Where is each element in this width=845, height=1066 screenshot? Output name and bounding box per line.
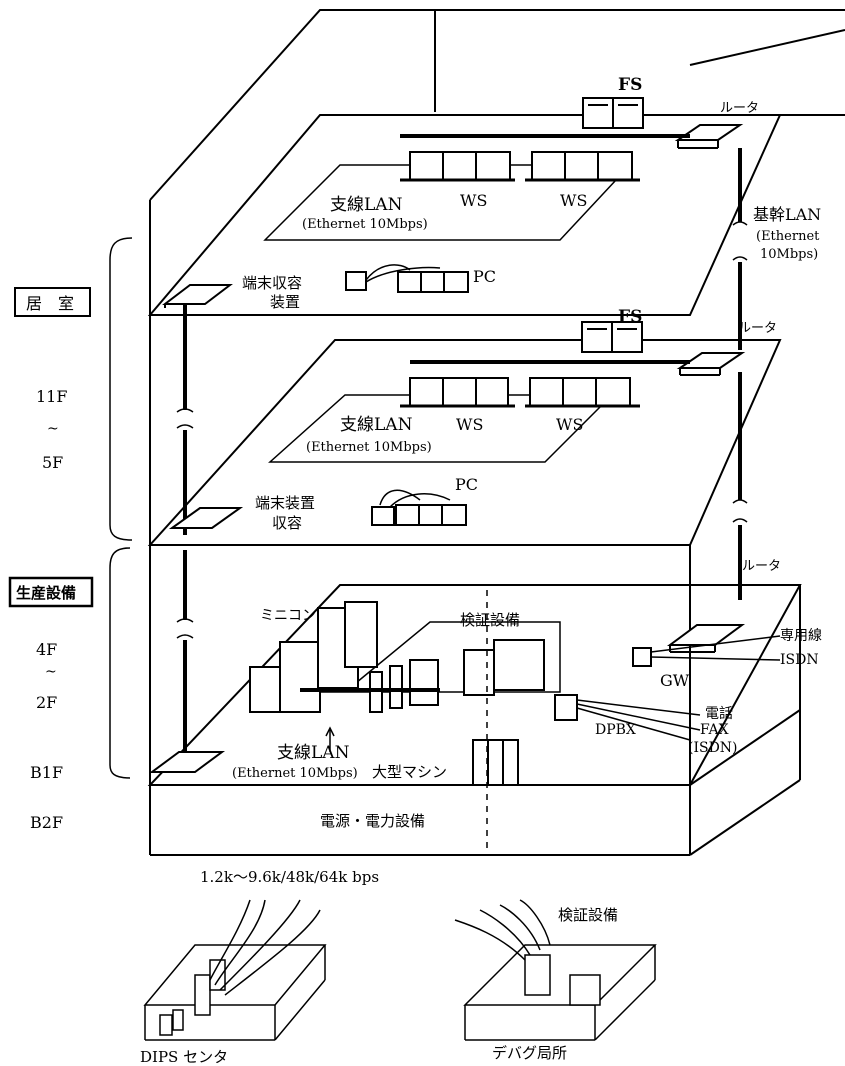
dpbx-label: DPBX (595, 722, 636, 738)
verify-label: 検証設備 (460, 611, 520, 629)
middle-fs-label: FS (618, 307, 642, 327)
floor-b2f: B2F (30, 813, 63, 832)
fax-label: FAX (700, 722, 729, 738)
mainframe (473, 740, 518, 785)
debug-verify-label: 検証設備 (558, 906, 618, 924)
middle-ws-label-2: WS (556, 415, 583, 434)
upper-pc-label: PC (473, 267, 496, 286)
debug-site-label: デバグ局所 (492, 1044, 567, 1062)
upper-router-label: ルータ (720, 101, 759, 116)
upper-terminal-box (165, 285, 230, 308)
speed-label: 1.2k～9.6k/48k/64k bps (200, 868, 379, 886)
floor-b1f: B1F (30, 763, 63, 782)
lower-router-label: ルータ (742, 559, 781, 574)
upper-fs-label: FS (618, 75, 642, 95)
leased-line-label: 専用線 (780, 628, 822, 644)
upper-ws-group-2 (525, 152, 640, 180)
floor-11f: 11F (36, 387, 67, 406)
middle-ws-group-2 (525, 378, 640, 406)
upper-branch-lan-label: 支線LAN (330, 195, 403, 215)
upper-ws-label-2: WS (560, 191, 587, 210)
middle-terminal-label-1: 端末装置 (255, 494, 315, 512)
power-label: 電源・電力設備 (320, 812, 425, 830)
isdn-label: ISDN (780, 652, 819, 668)
floor-4f: 4F (36, 640, 57, 659)
living-label: 居 室 (26, 294, 74, 313)
upper-pc-group (346, 265, 468, 292)
middle-terminal-box (172, 508, 240, 528)
middle-ws-label-1: WS (456, 415, 483, 434)
floor-tilde-1: ~ (47, 421, 59, 437)
lower-branch-lan-spec: (Ethernet 10Mbps) (232, 766, 358, 781)
lower-branch-lan-label: 支線LAN (277, 743, 350, 763)
upper-fs-server (583, 98, 643, 128)
dips-center-box (145, 900, 325, 1040)
backbone-lan-spec-2: 10Mbps) (760, 247, 818, 262)
debug-site-box (455, 900, 655, 1040)
upper-ws-label-1: WS (460, 191, 487, 210)
minicon-label: ミニコン (260, 608, 316, 624)
middle-terminal-label-2: 収容 (272, 514, 302, 532)
floor-5f: 5F (42, 453, 63, 472)
gw-label: GW (660, 671, 690, 690)
mainframe-label: 大型マシン (372, 763, 447, 781)
floor-tilde-2: ~ (45, 664, 57, 680)
backbone-lan-label: 基幹LAN (753, 205, 821, 224)
dips-center-label: DIPS センタ (140, 1048, 228, 1066)
middle-pc-label: PC (455, 475, 478, 494)
fax-isdn-label: (ISDN) (688, 740, 738, 756)
lower-terminal-box (152, 752, 222, 772)
phone-label: 電話 (705, 705, 733, 722)
upper-ws-group-1 (400, 152, 515, 180)
upper-branch-lan-spec: (Ethernet 10Mbps) (302, 217, 428, 232)
middle-branch-lan-label: 支線LAN (340, 415, 413, 435)
middle-pc-group (372, 490, 466, 525)
floor-2f: 2F (36, 693, 57, 712)
middle-router-label: ルータ (738, 321, 777, 336)
upper-terminal-label-1: 端末収容 (242, 274, 302, 292)
backbone-lan-spec-1: (Ethernet (756, 229, 820, 244)
middle-branch-lan-spec: (Ethernet 10Mbps) (306, 440, 432, 455)
production-label: 生産設備 (16, 584, 76, 602)
upper-terminal-label-2: 装置 (270, 293, 300, 311)
middle-ws-group-1 (400, 378, 515, 406)
